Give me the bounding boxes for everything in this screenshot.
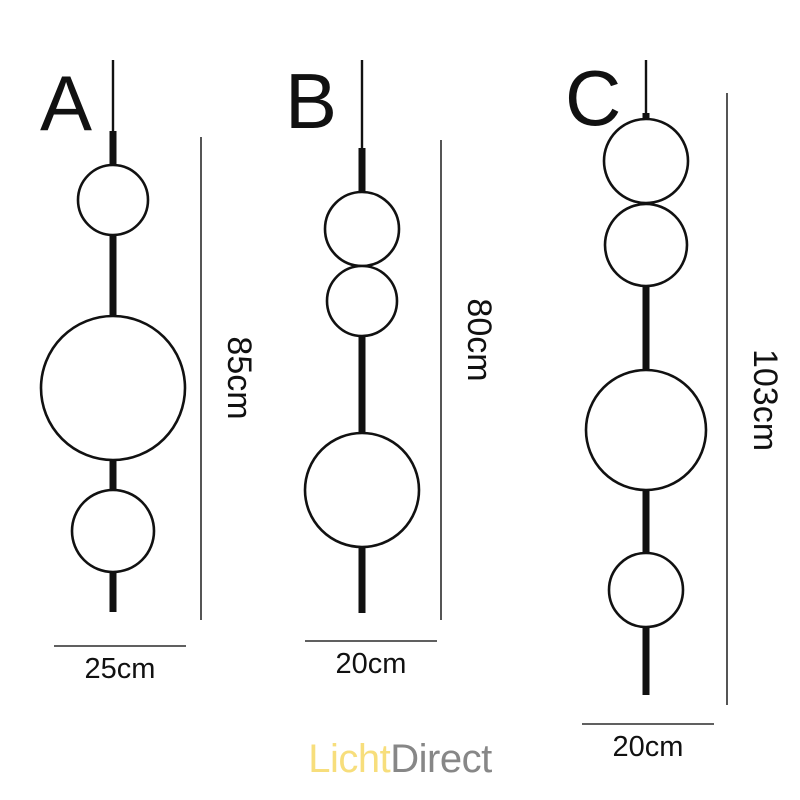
globe bbox=[323, 190, 401, 268]
height-dimension-label-c: 103cm bbox=[746, 349, 784, 451]
globe bbox=[325, 264, 399, 338]
width-dimension-label-b: 20cm bbox=[336, 648, 407, 680]
height-dimension-label-a: 85cm bbox=[220, 336, 258, 419]
globe bbox=[70, 488, 156, 574]
globe bbox=[76, 163, 150, 237]
width-dimension-label-a: 25cm bbox=[85, 653, 156, 685]
globe bbox=[602, 117, 690, 205]
variant-label-b: B bbox=[285, 57, 337, 145]
globe bbox=[584, 368, 708, 492]
lamp-variant-b: B 80cm 20cm bbox=[285, 57, 498, 680]
lamp-variant-c: C 103cm 20cm bbox=[565, 54, 784, 763]
variant-label-c: C bbox=[565, 54, 621, 142]
lamp-variant-a: A 85cm 25cm bbox=[39, 59, 258, 685]
watermark: LichtDirect bbox=[0, 737, 800, 782]
globe bbox=[603, 202, 689, 288]
variant-label-a: A bbox=[40, 59, 92, 147]
globe bbox=[607, 551, 685, 629]
globe bbox=[303, 431, 421, 549]
watermark-brand-second: Direct bbox=[390, 737, 492, 781]
globe bbox=[39, 314, 187, 462]
height-dimension-label-b: 80cm bbox=[460, 298, 498, 381]
width-dimension-label-c: 20cm bbox=[613, 731, 684, 763]
watermark-brand-first: Licht bbox=[308, 737, 391, 781]
